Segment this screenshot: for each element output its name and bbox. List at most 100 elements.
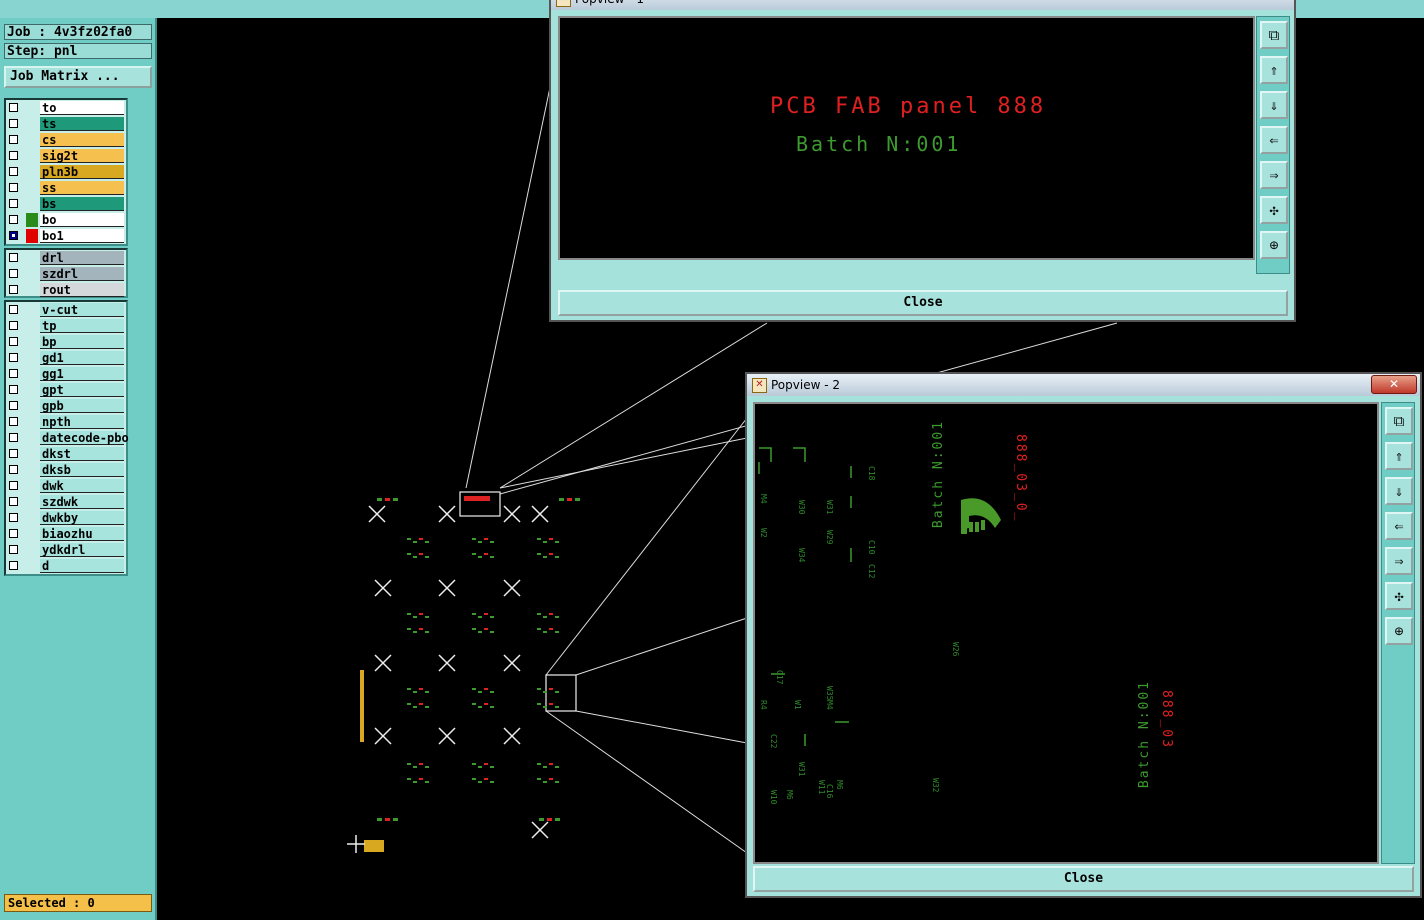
layer-checkbox[interactable] (9, 401, 18, 410)
layer-row-pln3b[interactable]: pln3b (6, 164, 126, 180)
layer-checkbox[interactable] (9, 321, 18, 330)
popview-2-close-button[interactable]: Close (753, 866, 1414, 892)
layer-row-npth[interactable]: npth (6, 414, 126, 430)
layer-row-tp[interactable]: tp (6, 318, 126, 334)
layer-name[interactable]: datecode-pbo (40, 431, 129, 445)
layer-row-bo[interactable]: bo (6, 212, 126, 228)
pan-right-icon[interactable]: ⇒ (1385, 547, 1413, 575)
zoom-fit-icon[interactable]: ✣ (1260, 196, 1288, 224)
layer-color-swatch[interactable] (26, 213, 38, 227)
pan-up-icon[interactable]: ⇑ (1385, 442, 1413, 470)
layer-row-v-cut[interactable]: v-cut (6, 302, 126, 318)
layer-checkbox[interactable] (9, 269, 18, 278)
layer-row-dkst[interactable]: dkst (6, 446, 126, 462)
layer-row-to[interactable]: to (6, 100, 126, 116)
layer-name[interactable]: to (40, 101, 124, 115)
layer-row-dwkby[interactable]: dwkby (6, 510, 126, 526)
layer-row-drl[interactable]: drl (6, 250, 126, 266)
layer-name[interactable]: gpt (40, 383, 124, 397)
popview-2-titlebar[interactable]: ✕ Popview - 2 (747, 374, 1420, 396)
layer-name[interactable]: ydkdrl (40, 543, 124, 557)
layer-name[interactable]: v-cut (40, 303, 124, 317)
layer-checkbox[interactable] (9, 545, 18, 554)
layer-checkbox[interactable] (9, 417, 18, 426)
layer-name[interactable]: bo (40, 213, 124, 227)
layer-row-bo1[interactable]: bo1 (6, 228, 126, 244)
layer-name[interactable]: dwkby (40, 511, 124, 525)
layer-checkbox[interactable] (9, 369, 18, 378)
layer-row-gg1[interactable]: gg1 (6, 366, 126, 382)
layer-checkbox[interactable] (9, 167, 18, 176)
layer-name[interactable]: gpb (40, 399, 124, 413)
layer-name[interactable]: ts (40, 117, 124, 131)
job-matrix-button[interactable]: Job Matrix ... (4, 66, 152, 88)
layer-row-szdrl[interactable]: szdrl (6, 266, 126, 282)
layer-checkbox[interactable] (9, 103, 18, 112)
pan-left-icon[interactable]: ⇐ (1260, 126, 1288, 154)
layer-row-szdwk[interactable]: szdwk (6, 494, 126, 510)
layer-name[interactable]: biaozhu (40, 527, 124, 541)
pan-down-icon[interactable]: ⇓ (1385, 477, 1413, 505)
layer-row-biaozhu[interactable]: biaozhu (6, 526, 126, 542)
layer-name[interactable]: rout (40, 283, 124, 297)
layer-color-swatch[interactable] (26, 229, 38, 243)
layer-checkbox[interactable] (9, 353, 18, 362)
layer-name[interactable]: npth (40, 415, 124, 429)
layer-checkbox[interactable] (9, 513, 18, 522)
layer-name[interactable]: tp (40, 319, 124, 333)
layer-checkbox[interactable] (9, 215, 18, 224)
layer-checkbox[interactable] (9, 385, 18, 394)
layer-name[interactable]: bo1 (40, 229, 124, 243)
pan-left-icon[interactable]: ⇐ (1385, 512, 1413, 540)
layer-checkbox[interactable] (9, 231, 18, 240)
popview-2-canvas[interactable]: Batch N:001 888_03_0_ Batch N:001 888_03 (753, 402, 1379, 864)
layer-row-rout[interactable]: rout (6, 282, 126, 298)
layer-row-gpt[interactable]: gpt (6, 382, 126, 398)
pan-right-icon[interactable]: ⇒ (1260, 161, 1288, 189)
popview-1-titlebar[interactable]: ✕ Popview - 1 (551, 0, 1294, 10)
layer-row-ss[interactable]: ss (6, 180, 126, 196)
zoom-home-icon[interactable]: ⊕ (1260, 231, 1288, 259)
layer-name[interactable]: ss (40, 181, 124, 195)
layer-name[interactable]: szdrl (40, 267, 124, 281)
layer-checkbox[interactable] (9, 449, 18, 458)
layer-checkbox[interactable] (9, 151, 18, 160)
layer-name[interactable]: cs (40, 133, 124, 147)
pan-up-icon[interactable]: ⇑ (1260, 56, 1288, 84)
layer-name[interactable]: dwk (40, 479, 124, 493)
layer-name[interactable]: bs (40, 197, 124, 211)
layer-row-cs[interactable]: cs (6, 132, 126, 148)
layer-row-bs[interactable]: bs (6, 196, 126, 212)
layer-name[interactable]: d (40, 559, 124, 573)
layer-checkbox[interactable] (9, 561, 18, 570)
layer-name[interactable]: szdwk (40, 495, 124, 509)
layer-checkbox[interactable] (9, 529, 18, 538)
layer-row-ydkdrl[interactable]: ydkdrl (6, 542, 126, 558)
layer-checkbox[interactable] (9, 183, 18, 192)
zoom-window-icon[interactable]: ⧉ (1385, 407, 1413, 435)
close-window-button[interactable]: ✕ (1371, 375, 1417, 394)
layer-checkbox[interactable] (9, 433, 18, 442)
zoom-window-icon[interactable]: ⧉ (1260, 21, 1288, 49)
pan-down-icon[interactable]: ⇓ (1260, 91, 1288, 119)
popview-1-close-button[interactable]: Close (558, 290, 1288, 316)
layer-checkbox[interactable] (9, 285, 18, 294)
popview-1-canvas[interactable]: PCB FAB panel 888 Batch N:001 (558, 16, 1255, 260)
layer-row-sig2t[interactable]: sig2t (6, 148, 126, 164)
layer-row-gd1[interactable]: gd1 (6, 350, 126, 366)
layer-name[interactable]: bp (40, 335, 124, 349)
layer-name[interactable]: gd1 (40, 351, 124, 365)
layer-name[interactable]: gg1 (40, 367, 124, 381)
layer-checkbox[interactable] (9, 135, 18, 144)
layer-checkbox[interactable] (9, 253, 18, 262)
zoom-home-icon[interactable]: ⊕ (1385, 617, 1413, 645)
layer-name[interactable]: sig2t (40, 149, 124, 163)
layer-row-dwk[interactable]: dwk (6, 478, 126, 494)
layer-checkbox[interactable] (9, 305, 18, 314)
layer-name[interactable]: dksb (40, 463, 124, 477)
layer-checkbox[interactable] (9, 199, 18, 208)
zoom-fit-icon[interactable]: ✣ (1385, 582, 1413, 610)
layer-row-ts[interactable]: ts (6, 116, 126, 132)
layer-checkbox[interactable] (9, 497, 18, 506)
layer-name[interactable]: pln3b (40, 165, 124, 179)
